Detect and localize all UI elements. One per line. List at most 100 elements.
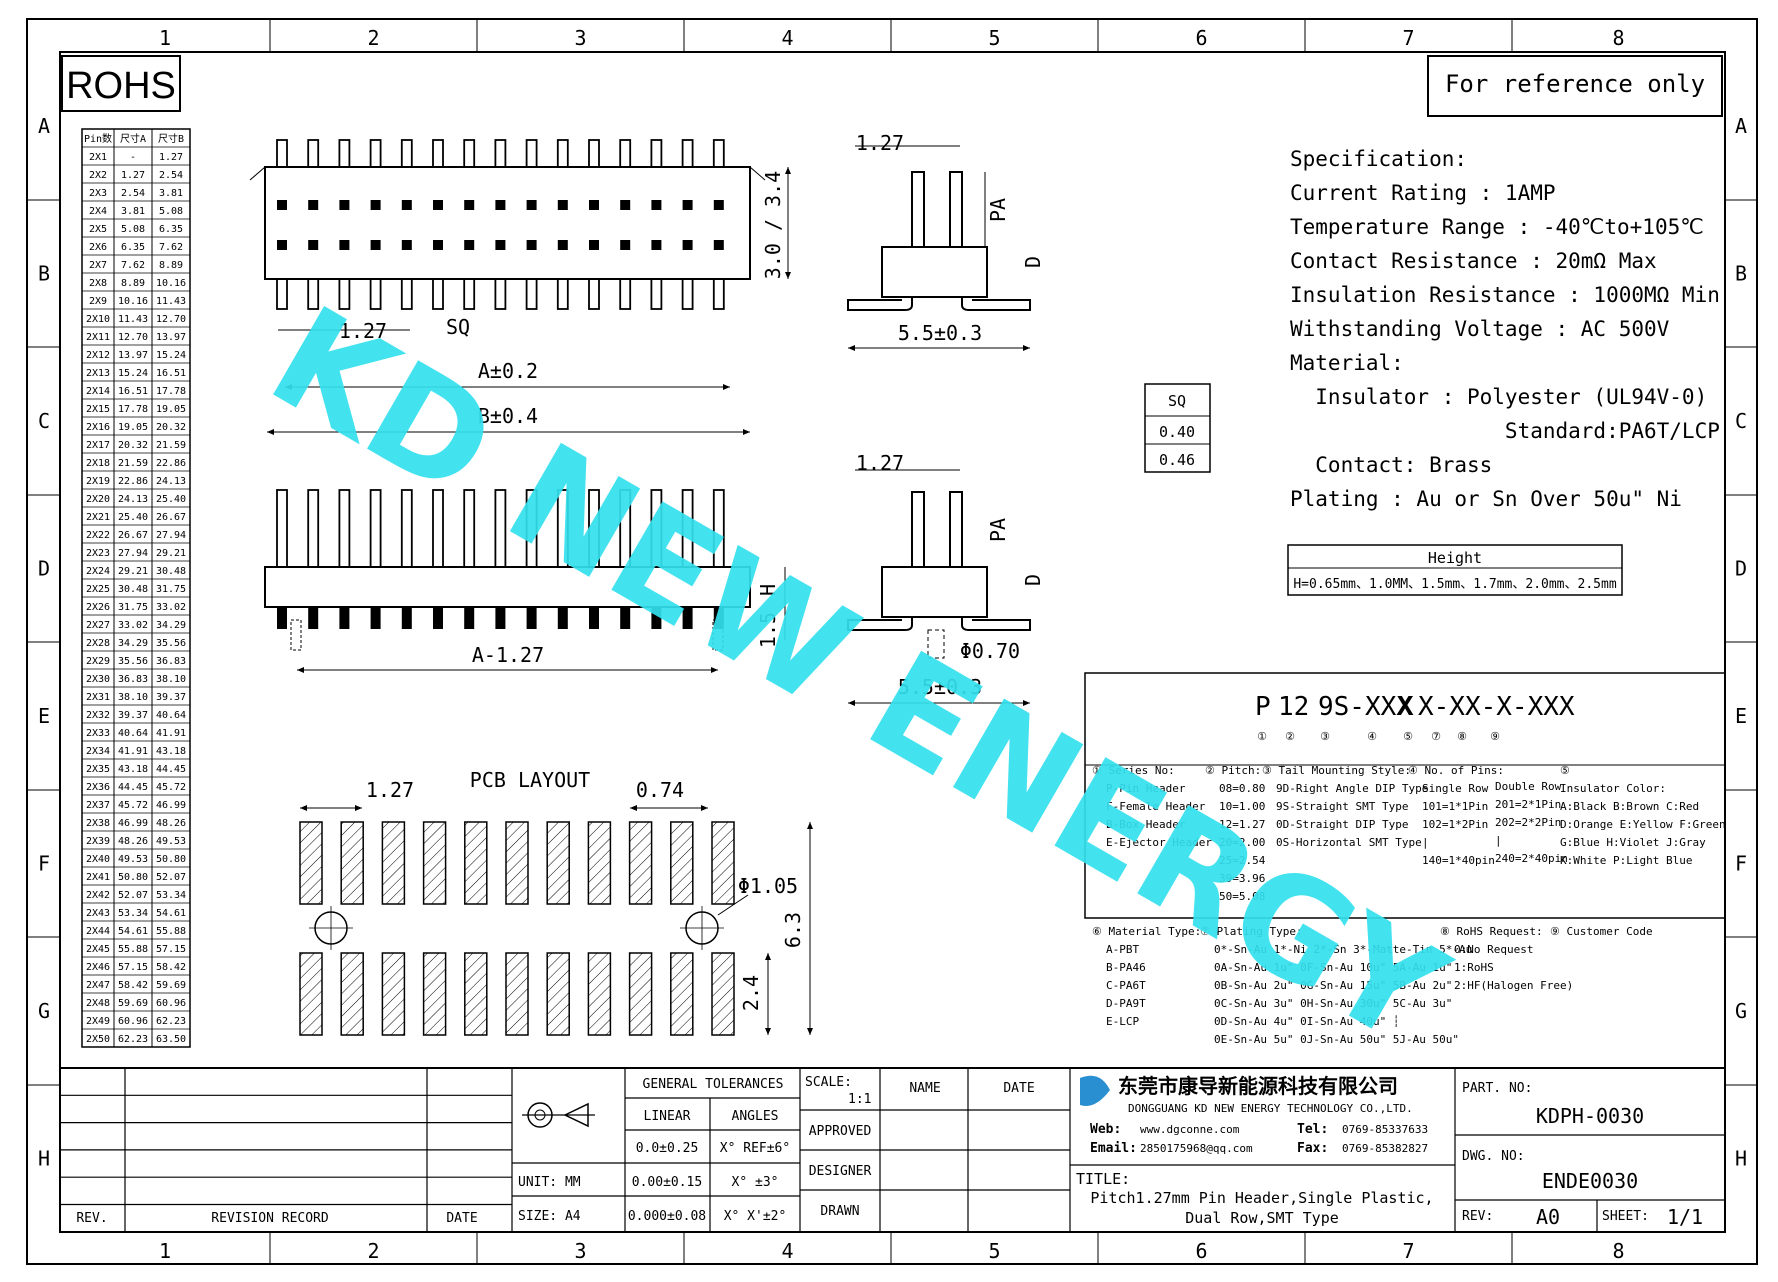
sq-value-2: 0.46 [1159, 451, 1195, 469]
pcb-pad-width-label: 0.74 [636, 778, 684, 802]
front-pin-foot [526, 607, 537, 629]
pin-table-cell: 2X16 [86, 422, 110, 433]
pcb-pad-top [546, 821, 570, 905]
pcb-pad-bottom [670, 952, 694, 1036]
pin-table-cell: 49.53 [118, 854, 148, 865]
zone-row-left-E: E [38, 704, 50, 728]
pin-table-cell: 12.70 [118, 332, 148, 343]
pin-table-cell: 2X11 [86, 332, 110, 343]
date-header: DATE [446, 1211, 477, 1226]
zone-col-bottom-3: 3 [574, 1239, 586, 1263]
pin-table-cell: 44.45 [156, 764, 186, 775]
pin-table-cell: 2X41 [86, 872, 110, 883]
front-pin-foot [620, 607, 631, 629]
legend-plating: 0*-Sn-Au 1*-Ni 2*-Sn 3*-Matte-Tin 5*-Au [1214, 943, 1472, 956]
zone-col-bottom-6: 6 [1195, 1239, 1207, 1263]
tolerance-linear: 0.000±0.08 [628, 1209, 706, 1224]
front-pin-foot [557, 607, 568, 629]
legend-rohs: ⑧ RoHS Request: [1440, 925, 1543, 938]
zone-row-left-B: B [38, 262, 50, 286]
top-cavity [713, 240, 724, 250]
zone-col-bottom-4: 4 [781, 1239, 793, 1263]
top-cavity [308, 240, 319, 250]
pin-table-cell: 2X44 [86, 926, 110, 937]
pin-table-cell: 53.34 [118, 908, 148, 919]
pin-table-header: 尺寸B [158, 132, 184, 145]
pin-table-cell: 55.88 [156, 926, 186, 937]
pin-table-cell: 2X40 [86, 854, 110, 865]
pin-table-cell: 11.43 [156, 296, 186, 307]
sq-value-1: 0.40 [1159, 423, 1195, 441]
top-cavity [495, 200, 506, 210]
side-bottom-pitch-label: 1.27 [856, 451, 904, 475]
front-post-right [712, 619, 724, 651]
top-cavity [308, 200, 319, 210]
side-bottom-lead-left [847, 617, 913, 631]
legend-insulator: D:Orange E:Yellow F:Green [1560, 818, 1726, 831]
side-bottom-width-label: 5.5±0.3 [898, 675, 982, 699]
tel-label: Tel: [1297, 1122, 1328, 1137]
side-top-lead-left [847, 297, 913, 311]
pin-table-cell: 2X36 [86, 782, 110, 793]
top-pin-lower [307, 278, 320, 310]
top-pin [712, 139, 725, 168]
pin-table-cell: 2X21 [86, 512, 110, 523]
pin-table-cell: 2X22 [86, 530, 110, 541]
zone-row-left-H: H [38, 1147, 50, 1171]
pin-table-cell: 29.21 [156, 548, 186, 559]
pin-table-cell: 2X14 [86, 386, 110, 397]
pin-table-cell: 2X43 [86, 908, 110, 919]
front-pin-foot [277, 607, 287, 629]
tel-value: 0769-85337633 [1342, 1123, 1428, 1136]
top-pin [619, 139, 632, 168]
part-code-index: ④ [1367, 730, 1377, 743]
dim-h-label: H [756, 584, 780, 596]
dwg-no-label: DWG. NO: [1462, 1149, 1525, 1164]
size-label: SIZE: A4 [518, 1209, 581, 1224]
pcb-pad-top [587, 821, 612, 905]
top-view [249, 139, 766, 331]
side-bottom-pa-label: PA [986, 518, 1010, 542]
legend-pitch: 39=3.96 [1219, 872, 1265, 885]
pin-table-cell: 2X15 [86, 404, 110, 415]
pin-table-cell: 60.96 [118, 1016, 148, 1027]
pin-table-cell: 5.08 [159, 206, 183, 217]
front-pin-foot [713, 607, 724, 629]
front-pin-foot [464, 607, 475, 629]
dim-a-label: A±0.2 [478, 359, 538, 383]
reference-label: For reference only [1445, 70, 1705, 98]
pin-table-cell: 35.56 [118, 656, 148, 667]
unit-label: UNIT: MM [518, 1175, 581, 1190]
legend-pitch: 20=2.00 [1219, 836, 1265, 849]
pin-table-cell: 12.70 [156, 314, 186, 325]
pin-table-cell: 45.72 [118, 800, 148, 811]
pcb-pad-top [299, 821, 323, 905]
side-bottom-d-label: D [1021, 574, 1045, 586]
pin-table-cell: 62.23 [156, 1016, 186, 1027]
front-pin-foot [495, 607, 506, 629]
pin-table-cell: 2X50 [86, 1034, 110, 1045]
front-view-body [264, 566, 751, 608]
legend-insulator: K:White P:Light Blue [1560, 854, 1692, 867]
top-cavity [464, 200, 475, 210]
legend-plating: 0D-Sn-Au 4u" 0I-Sn-Au 40u" ┆ [1214, 1015, 1399, 1028]
side-top-body [881, 246, 988, 298]
pcb-pad-bottom [546, 952, 570, 1036]
phi-label: Φ0.70 [960, 639, 1020, 663]
zone-col-bottom-7: 7 [1402, 1239, 1414, 1263]
angles-header: ANGLES [732, 1109, 779, 1124]
part-code-index: ⑧ [1457, 730, 1467, 743]
company-name-cn: 东莞市康导新能源科技有限公司 [1118, 1074, 1398, 1098]
top-cavity [526, 240, 537, 250]
pin-table-cell: 2X17 [86, 440, 110, 451]
general-tolerances: GENERAL TOLERANCES [643, 1077, 784, 1092]
top-cavity [339, 240, 350, 250]
pcb-pad-bottom [381, 952, 406, 1036]
pin-table-cell: 2X18 [86, 458, 110, 469]
front-pin [619, 489, 632, 568]
pin-table-cell: 58.42 [118, 980, 148, 991]
pin-table-cell: 2X27 [86, 620, 110, 631]
pcb-pad-bottom [711, 952, 735, 1036]
